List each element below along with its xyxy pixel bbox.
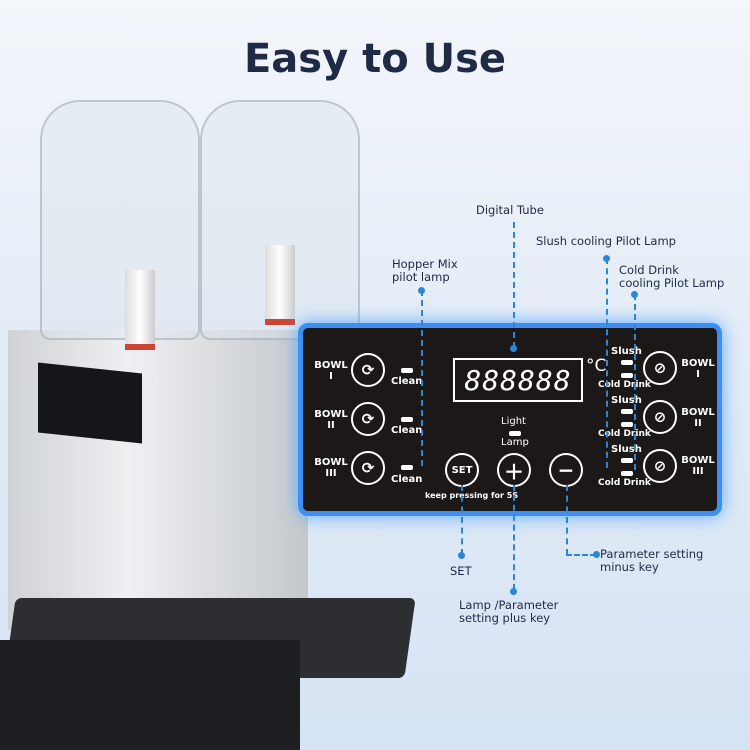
leader-cold-drink	[634, 294, 636, 470]
plus-lamp-button[interactable]: ＋	[497, 453, 531, 487]
bowl-1	[40, 100, 200, 340]
mix-icon: ⟳	[361, 410, 375, 428]
slush-led-1	[621, 360, 633, 365]
light-label: Light	[501, 416, 526, 427]
leader-minus-h	[566, 554, 596, 556]
cold-label-2: Cold Drink	[598, 429, 651, 439]
leader-dot	[593, 551, 600, 558]
mix-icon: ⟳	[361, 361, 375, 379]
cold-label-1: Cold Drink	[598, 380, 651, 390]
clean-led-1	[401, 368, 413, 373]
clean-led-2	[401, 417, 413, 422]
clean-label-2: Clean	[391, 425, 423, 436]
cold-led-2	[621, 422, 633, 427]
celsius-unit: °C	[586, 356, 607, 376]
minus-button[interactable]: −	[549, 453, 583, 487]
bowl-2-mix-button[interactable]: ⟳	[351, 402, 385, 436]
set-hint: keep pressing for 5S	[425, 491, 519, 500]
lamp-led	[509, 431, 521, 436]
leader-digital-tube	[513, 222, 515, 348]
slush-label-3: Slush	[611, 444, 642, 455]
set-button[interactable]: SET	[445, 453, 479, 487]
leader-dot	[510, 345, 517, 352]
slush-led-2	[621, 409, 633, 414]
clean-label-1: Clean	[391, 376, 423, 387]
mini-control-panel	[38, 362, 142, 444]
callout-set: SET	[450, 564, 472, 578]
clean-label-3: Clean	[391, 474, 423, 485]
page-title: Easy to Use	[243, 36, 507, 82]
bowl-1-mix-button[interactable]: ⟳	[351, 353, 385, 387]
mix-icon: ⟳	[361, 459, 375, 477]
leader-dot	[458, 552, 465, 559]
slush-drink-icon: ⊘	[653, 408, 667, 426]
slush-label-2: Slush	[611, 395, 642, 406]
digital-display: 888888	[453, 358, 583, 402]
spout-1	[125, 270, 155, 350]
callout-slush-lamp: Slush cooling Pilot Lamp	[536, 234, 676, 248]
leader-dot	[510, 588, 517, 595]
bowl-3-mode-button[interactable]: ⊘	[643, 449, 677, 483]
cold-led-3	[621, 471, 633, 476]
minus-icon: −	[557, 458, 575, 482]
leader-slush	[606, 258, 608, 468]
bowl-1-mode-button[interactable]: ⊘	[643, 351, 677, 385]
slush-label-1: Slush	[611, 346, 642, 357]
slush-drink-icon: ⊘	[653, 457, 667, 475]
clean-led-3	[401, 465, 413, 470]
leader-hopper	[421, 290, 423, 466]
leader-minus	[566, 485, 568, 555]
slush-led-3	[621, 458, 633, 463]
cold-label-3: Cold Drink	[598, 478, 651, 488]
cold-led-1	[621, 373, 633, 378]
bowl-3-mix-button[interactable]: ⟳	[351, 451, 385, 485]
leader-plus	[513, 485, 515, 590]
spout-2	[265, 245, 295, 325]
drip-tray-front	[0, 640, 300, 750]
plus-lamp-icon: ＋	[504, 459, 524, 484]
leader-set	[461, 485, 463, 555]
bowl-2-mode-button[interactable]: ⊘	[643, 400, 677, 434]
slush-drink-icon: ⊘	[653, 359, 667, 377]
lamp-label: Lamp	[501, 437, 529, 448]
callout-digital-tube: Digital Tube	[476, 203, 544, 217]
